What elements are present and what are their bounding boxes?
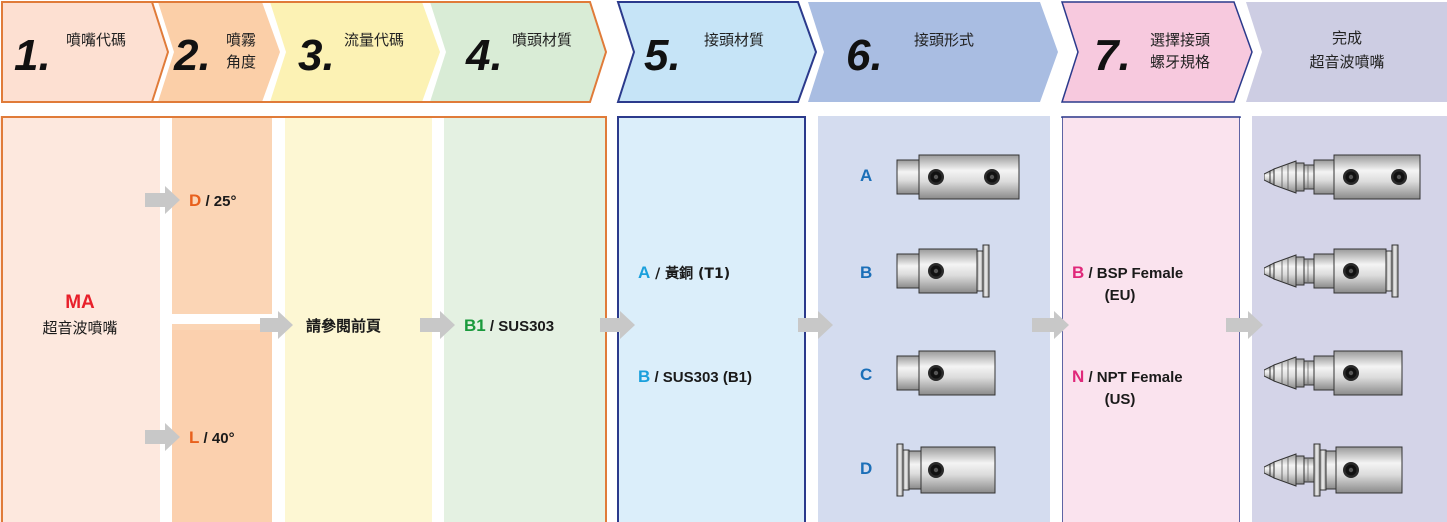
nozzle-complete-a (1264, 154, 1421, 200)
step-6-label: 接頭形式 (914, 31, 974, 49)
step-7-label-line1: 選擇接頭 (1150, 31, 1210, 49)
step-7-label-line2: 螺牙規格 (1150, 53, 1210, 71)
chevron-8 (1246, 2, 1447, 102)
step-5-number: 5. (644, 31, 681, 80)
step-5-label: 接頭材質 (704, 31, 764, 49)
chevron-2 (158, 2, 280, 102)
col5-option-b-code: B (638, 367, 650, 386)
col4-option: B1 / SUS303 (464, 316, 554, 335)
col1-body (0, 116, 160, 522)
col5-option-a: A / 黃銅 (T1) (638, 263, 730, 282)
chevron-7 (1060, 1, 1253, 103)
step-2-number: 2. (173, 31, 211, 80)
arrow-to-l (145, 423, 180, 451)
col5-option-b-desc: / SUS303 (B1) (650, 369, 752, 386)
col7-option-b: B / BSP Female (1072, 263, 1183, 282)
fitting-c-image (896, 350, 996, 396)
col7-content: B / BSP Female (EU) N / NPT Female (US) (1072, 263, 1183, 408)
chevron-4 (430, 2, 606, 102)
step-4-number: 4. (465, 31, 503, 80)
col7-option-b-line2: (EU) (1105, 287, 1136, 304)
step-1-number: 1. (14, 31, 51, 80)
arrow-to-col7 (1032, 311, 1069, 339)
col8-content (1264, 154, 1421, 497)
arrow-to-col4 (420, 311, 455, 339)
col7-option-n: N / NPT Female (1072, 367, 1183, 386)
col7-body (1062, 116, 1240, 522)
col1-name: 超音波噴嘴 (42, 319, 117, 337)
step-2-label-line2: 角度 (226, 53, 256, 71)
arrow-to-col5 (600, 311, 635, 339)
step-3-number: 3. (298, 31, 335, 80)
arrow-to-col3 (260, 311, 293, 339)
col5-body (618, 116, 806, 522)
col4-desc: / SUS303 (486, 318, 554, 335)
final-label-line1: 完成 (1332, 29, 1362, 47)
nozzle-complete-c (1264, 350, 1403, 396)
col6-label-c: C (860, 365, 872, 384)
col6-content: A B C D (860, 154, 1020, 497)
col7-option-n-code: N (1072, 367, 1084, 386)
col6-label-d: D (860, 459, 872, 478)
col7-option-n-line2: (US) (1105, 391, 1136, 408)
col2-option-d: D / 25° (189, 191, 236, 210)
chevron-6 (808, 2, 1058, 102)
chevron-3 (270, 2, 440, 102)
arrow-to-col6 (798, 311, 833, 339)
col7-option-b-code: B (1072, 263, 1084, 282)
arrow-to-d (145, 186, 180, 214)
col2-content: D / 25° L / 40° (189, 191, 236, 447)
col1-code: MA (65, 292, 95, 313)
col3-body (285, 116, 432, 522)
col6-label-a: A (860, 166, 872, 185)
col7-option-b-line1: / BSP Female (1084, 265, 1183, 282)
col6-label-b: B (860, 263, 872, 282)
col2-option-l: L / 40° (189, 428, 235, 447)
chevron-5 (616, 1, 818, 103)
header-chevrons (1, 1, 1447, 103)
chevron-1-4-outline (1, 1, 608, 103)
step-2-label-line1: 噴霧 (226, 31, 256, 49)
col4-body (444, 116, 607, 522)
nozzle-complete-b (1264, 244, 1399, 298)
step-7-number: 7. (1094, 31, 1131, 80)
col5-option-b: B / SUS303 (B1) (638, 367, 752, 386)
step-1-label: 噴嘴代碼 (66, 31, 126, 49)
fitting-d-image (896, 443, 996, 497)
col2-option-l-desc: / 40° (199, 430, 234, 447)
col2-option-l-code: L (189, 428, 199, 447)
col3-text: 請參閱前頁 (306, 317, 381, 335)
col4-code: B1 (464, 316, 486, 335)
col7-option-n-line1: / NPT Female (1084, 369, 1182, 386)
col2-split-lower (172, 330, 272, 522)
flow-arrows (145, 186, 1263, 451)
nozzle-complete-d (1264, 443, 1403, 497)
step-4-label: 噴頭材質 (512, 31, 572, 49)
final-label-line2: 超音波噴嘴 (1309, 53, 1384, 71)
header-labels: 1. 噴嘴代碼 2. 噴霧 角度 3. 流量代碼 4. 噴頭材質 5. 接頭材質… (14, 29, 1385, 80)
fitting-a-image (896, 154, 1020, 200)
col5-content: A / 黃銅 (T1) B / SUS303 (B1) (638, 263, 752, 386)
col2-option-d-desc: / 25° (201, 193, 236, 210)
col2-option-d-code: D (189, 191, 201, 210)
arrow-to-final (1226, 311, 1263, 339)
step-3-label: 流量代碼 (344, 31, 404, 49)
col5-option-a-code: A (638, 263, 650, 282)
fitting-b-image (896, 244, 990, 298)
col1-content: MA 超音波噴嘴 (42, 292, 117, 337)
step-6-number: 6. (846, 31, 883, 80)
col5-option-a-desc: / 黃銅 (T1) (650, 265, 730, 282)
